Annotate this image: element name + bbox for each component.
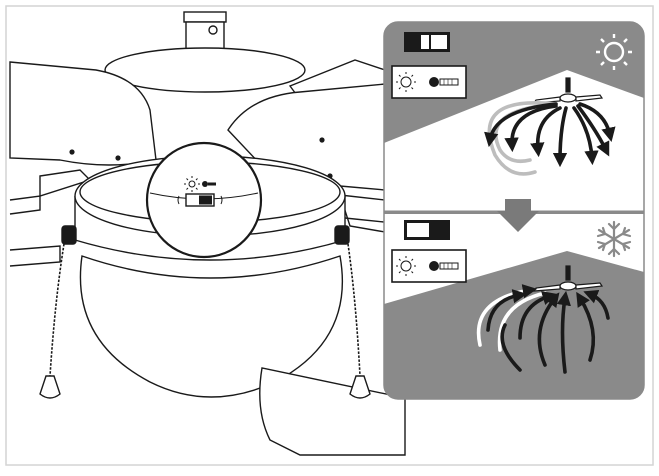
motor-housing-top: [104, 47, 306, 93]
sun-icon: [396, 256, 416, 276]
snowflake-icon: [596, 220, 632, 258]
summer-panel: [384, 32, 644, 212]
winter-switch-closeup: [391, 249, 467, 283]
sun-icon: [396, 72, 416, 92]
summer-switch-indicator: [404, 32, 450, 52]
arrow-down-icon: [497, 199, 539, 232]
summer-switch-closeup: [391, 65, 467, 99]
airflow-arrows-summer: [484, 101, 616, 176]
fan-blade-front: [259, 367, 406, 456]
winter-panel: [384, 214, 644, 399]
blade-iron-far-left: [9, 245, 61, 267]
fan-icon-winter: [532, 265, 604, 292]
pull-chain-right[interactable]: [347, 243, 371, 399]
pull-chain-left[interactable]: [39, 243, 65, 399]
fan-icon-summer: [532, 77, 604, 104]
airflow-arrows-winter: [476, 284, 610, 374]
sun-icon: [184, 176, 200, 192]
instruction-panel-border: [383, 21, 645, 400]
pull-chain-socket-right: [334, 225, 350, 245]
winter-switch-indicator: [404, 220, 450, 240]
sun-icon: [596, 34, 632, 70]
light-glass-bowl: [79, 255, 344, 398]
reverse-switch-callout: [145, 141, 263, 259]
reverse-switch-small[interactable]: [177, 181, 223, 207]
pull-chain-socket-left: [61, 225, 77, 245]
